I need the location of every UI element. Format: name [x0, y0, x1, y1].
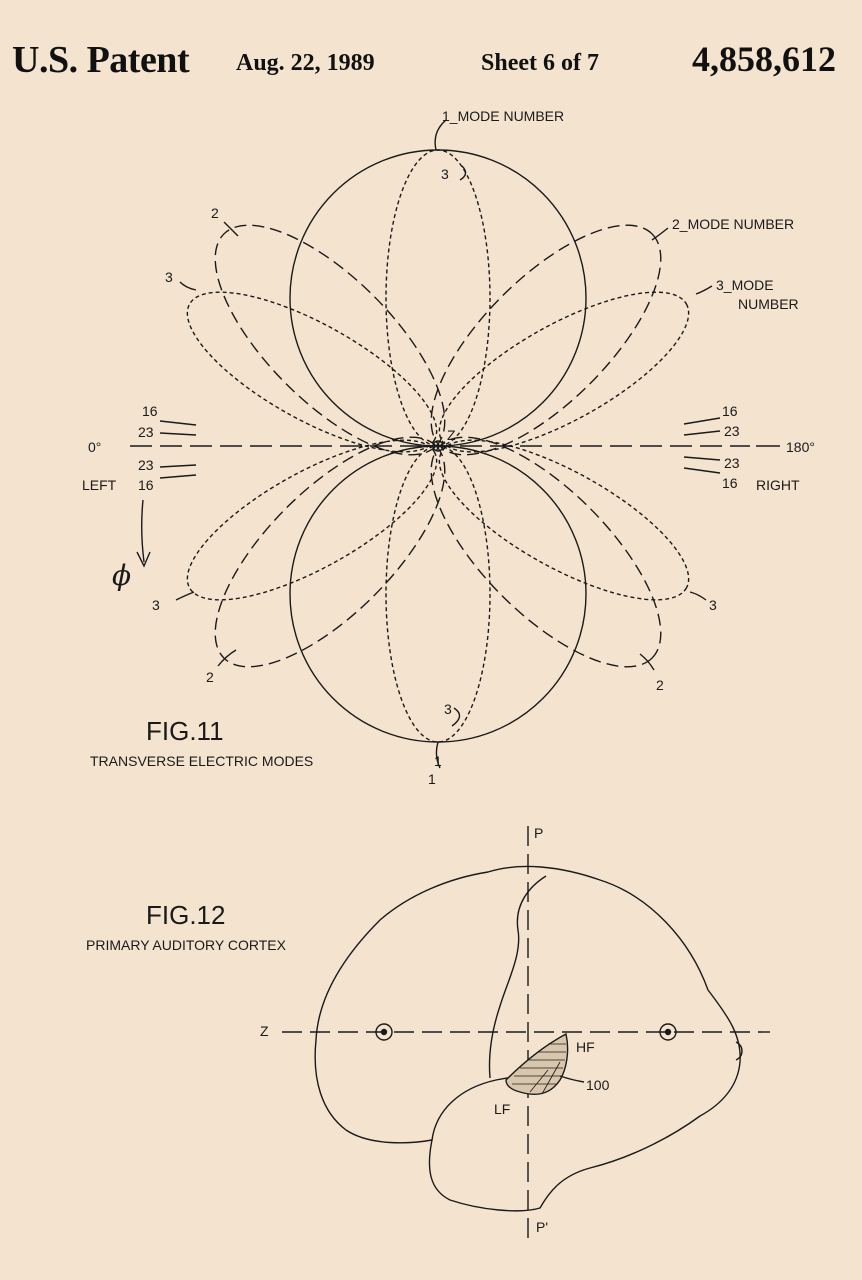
auditory-cortex-hatching	[512, 1043, 566, 1095]
leader-16-right-lower	[683, 467, 721, 474]
leader-mode3-ur	[695, 285, 713, 295]
ref-16-left-lower: 16	[138, 477, 154, 493]
leader-23-right-lower	[683, 456, 721, 461]
mode3-label-a: 3_MODE	[716, 277, 774, 293]
lobe-num-2-ll: 2	[206, 669, 214, 685]
axis-p-prime-label: P'	[536, 1219, 548, 1235]
leader-mode3-top	[459, 165, 467, 181]
side-left: LEFT	[82, 477, 117, 493]
patent-date: Aug. 22, 1989	[236, 50, 375, 76]
leader-100	[559, 1075, 585, 1083]
leader-mode2-ul	[223, 221, 239, 237]
ref-23-right-lower: 23	[724, 455, 740, 471]
phi-arrow-shaft	[141, 499, 145, 563]
mode3-lobe-upper-left	[186, 291, 438, 453]
mode1-lower-lobe	[289, 445, 587, 743]
fig12-caption: PRIMARY AUDITORY CORTEX	[86, 937, 287, 953]
mode1-label: 1_MODE NUMBER	[442, 108, 564, 124]
lobe-num-2-ul: 2	[211, 205, 219, 221]
leader-mode3-ul	[179, 281, 197, 291]
lf-label: LF	[494, 1101, 510, 1117]
axis-z-label: Z	[260, 1023, 269, 1039]
central-sulcus	[488, 875, 547, 1079]
electrode-right-ring	[659, 1023, 677, 1041]
leader-16-right-upper	[683, 417, 721, 425]
electrode-right-dot	[664, 1028, 672, 1036]
angle-left: 0°	[88, 439, 101, 455]
ref-23-left-lower: 23	[138, 457, 154, 473]
patent-number: 4,858,612	[692, 39, 836, 79]
side-right: RIGHT	[756, 477, 800, 493]
leader-mode2-lr	[639, 653, 655, 671]
lobe-num-3-ll: 3	[152, 597, 160, 613]
brain-outline	[314, 865, 741, 1212]
hf-label: HF	[576, 1039, 595, 1055]
leader-mode2-ur	[651, 227, 669, 241]
angle-right: 180°	[786, 439, 815, 455]
mode3-upper-vertical-lobe	[385, 149, 491, 447]
ref-100-label: 100	[586, 1077, 610, 1093]
lobe-num-3-top: 3	[441, 166, 449, 182]
phi-arrow-head	[136, 551, 151, 568]
mode3-lobe-upper-right	[438, 291, 690, 453]
sheet-number: Sheet 6 of 7	[481, 50, 599, 76]
lobe-num-1-bottom-b: 1	[428, 771, 436, 787]
phi-symbol: ϕ	[112, 559, 131, 592]
lobe-num-3-bottom: 3	[444, 701, 452, 717]
auditory-cortex-region	[505, 1032, 569, 1096]
patent-header-title: U.S. Patent	[12, 39, 190, 81]
leader-23-left-upper	[159, 432, 197, 436]
lobe-num-1-bottom-a: 1	[434, 753, 442, 769]
mode1-upper-lobe	[289, 149, 587, 447]
ref-16-left-upper: 16	[142, 403, 158, 419]
ref-23-right-upper: 23	[724, 423, 740, 439]
mode2-label: 2_MODE NUMBER	[672, 216, 794, 232]
mode3-lobe-lower-right	[438, 439, 690, 601]
lobe-num-3-ul: 3	[165, 269, 173, 285]
center-label-z: Z	[447, 427, 456, 443]
axis-p-label: P	[534, 825, 543, 841]
leader-mode1-top	[434, 119, 447, 151]
center-point	[432, 440, 444, 452]
electrode-left-ring	[375, 1023, 393, 1041]
mode3-label-b: NUMBER	[738, 296, 799, 312]
fig12-label: FIG.12	[146, 900, 225, 930]
ref-16-right-upper: 16	[722, 403, 738, 419]
lobe-num-3-lr: 3	[709, 597, 717, 613]
leader-23-right-upper	[683, 430, 721, 436]
leader-mode3-lr	[689, 591, 707, 601]
leader-23-left-lower	[159, 464, 197, 468]
fig11-label: FIG.11	[146, 716, 224, 746]
mode3-lower-vertical-lobe	[385, 445, 491, 743]
fig11-diagram	[130, 119, 780, 769]
leader-mode3-bottom	[451, 707, 461, 727]
leader-16-left-upper	[159, 420, 197, 426]
leader-mode1-bottom	[435, 741, 441, 769]
ref-16-right-lower: 16	[722, 475, 738, 491]
fig11-caption: TRANSVERSE ELECTRIC MODES	[90, 753, 313, 769]
leader-16-left-lower	[159, 474, 197, 479]
ear-notch	[735, 1041, 743, 1061]
fig12-diagram	[282, 826, 770, 1238]
electrode-left-dot	[380, 1028, 388, 1036]
leader-mode2-ll	[217, 649, 237, 667]
ref-23-left-upper: 23	[138, 424, 154, 440]
leader-mode3-ll	[175, 591, 195, 601]
mode3-lobe-lower-left	[186, 439, 438, 601]
lobe-num-2-lr: 2	[656, 677, 664, 693]
